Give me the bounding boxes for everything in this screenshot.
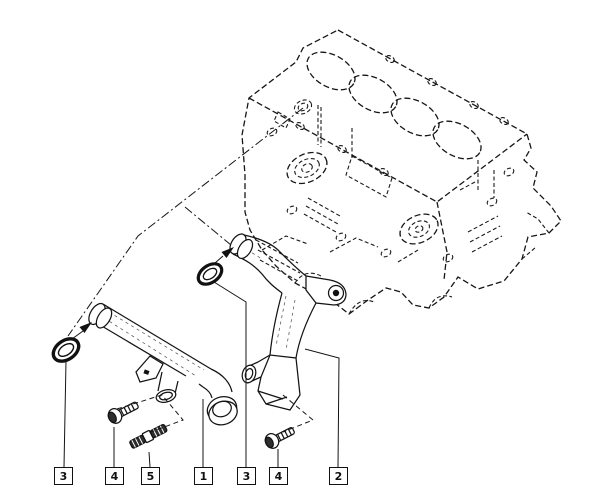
water-pipe-y	[229, 233, 347, 411]
callout-label: 3	[242, 469, 251, 483]
callout-label: 1	[199, 469, 208, 483]
callout-bolt-right[interactable]: 4	[269, 467, 288, 485]
assembly-direction-arrow-left	[71, 322, 92, 340]
callout-bolt-left[interactable]: 4	[105, 467, 124, 485]
callout-label: 3	[59, 469, 68, 483]
callout-oring-mid[interactable]: 3	[237, 467, 256, 485]
callout-label: 4	[274, 469, 283, 483]
callout-pipe-main[interactable]: 1	[194, 467, 213, 485]
callout-label: 2	[334, 469, 343, 483]
o-ring-left	[51, 337, 81, 363]
bolt-right	[264, 427, 295, 449]
water-pipe-main	[88, 302, 238, 426]
cylinder-bores	[306, 51, 482, 160]
callout-pipe-y[interactable]: 2	[329, 467, 348, 485]
callout-oring-left[interactable]: 3	[54, 467, 73, 485]
assembly-axis-lines	[67, 107, 304, 337]
bolt-left	[107, 401, 139, 424]
engine-block-illustration	[241, 29, 562, 315]
o-ring-middle	[196, 262, 224, 286]
callout-stud[interactable]: 5	[141, 467, 160, 485]
fastener-pointer-lines	[116, 394, 314, 433]
pipe-y-foot	[257, 354, 301, 411]
callout-label: 4	[110, 469, 119, 483]
assembly-direction-arrow-middle	[214, 247, 234, 264]
callout-label: 5	[146, 469, 155, 483]
coolant-port	[293, 99, 313, 115]
pipe-bracket	[135, 355, 164, 383]
callout-leader-lines	[63, 281, 340, 468]
block-face-details	[255, 105, 550, 315]
deck-bolt-holes	[295, 55, 509, 176]
stud	[129, 423, 168, 449]
